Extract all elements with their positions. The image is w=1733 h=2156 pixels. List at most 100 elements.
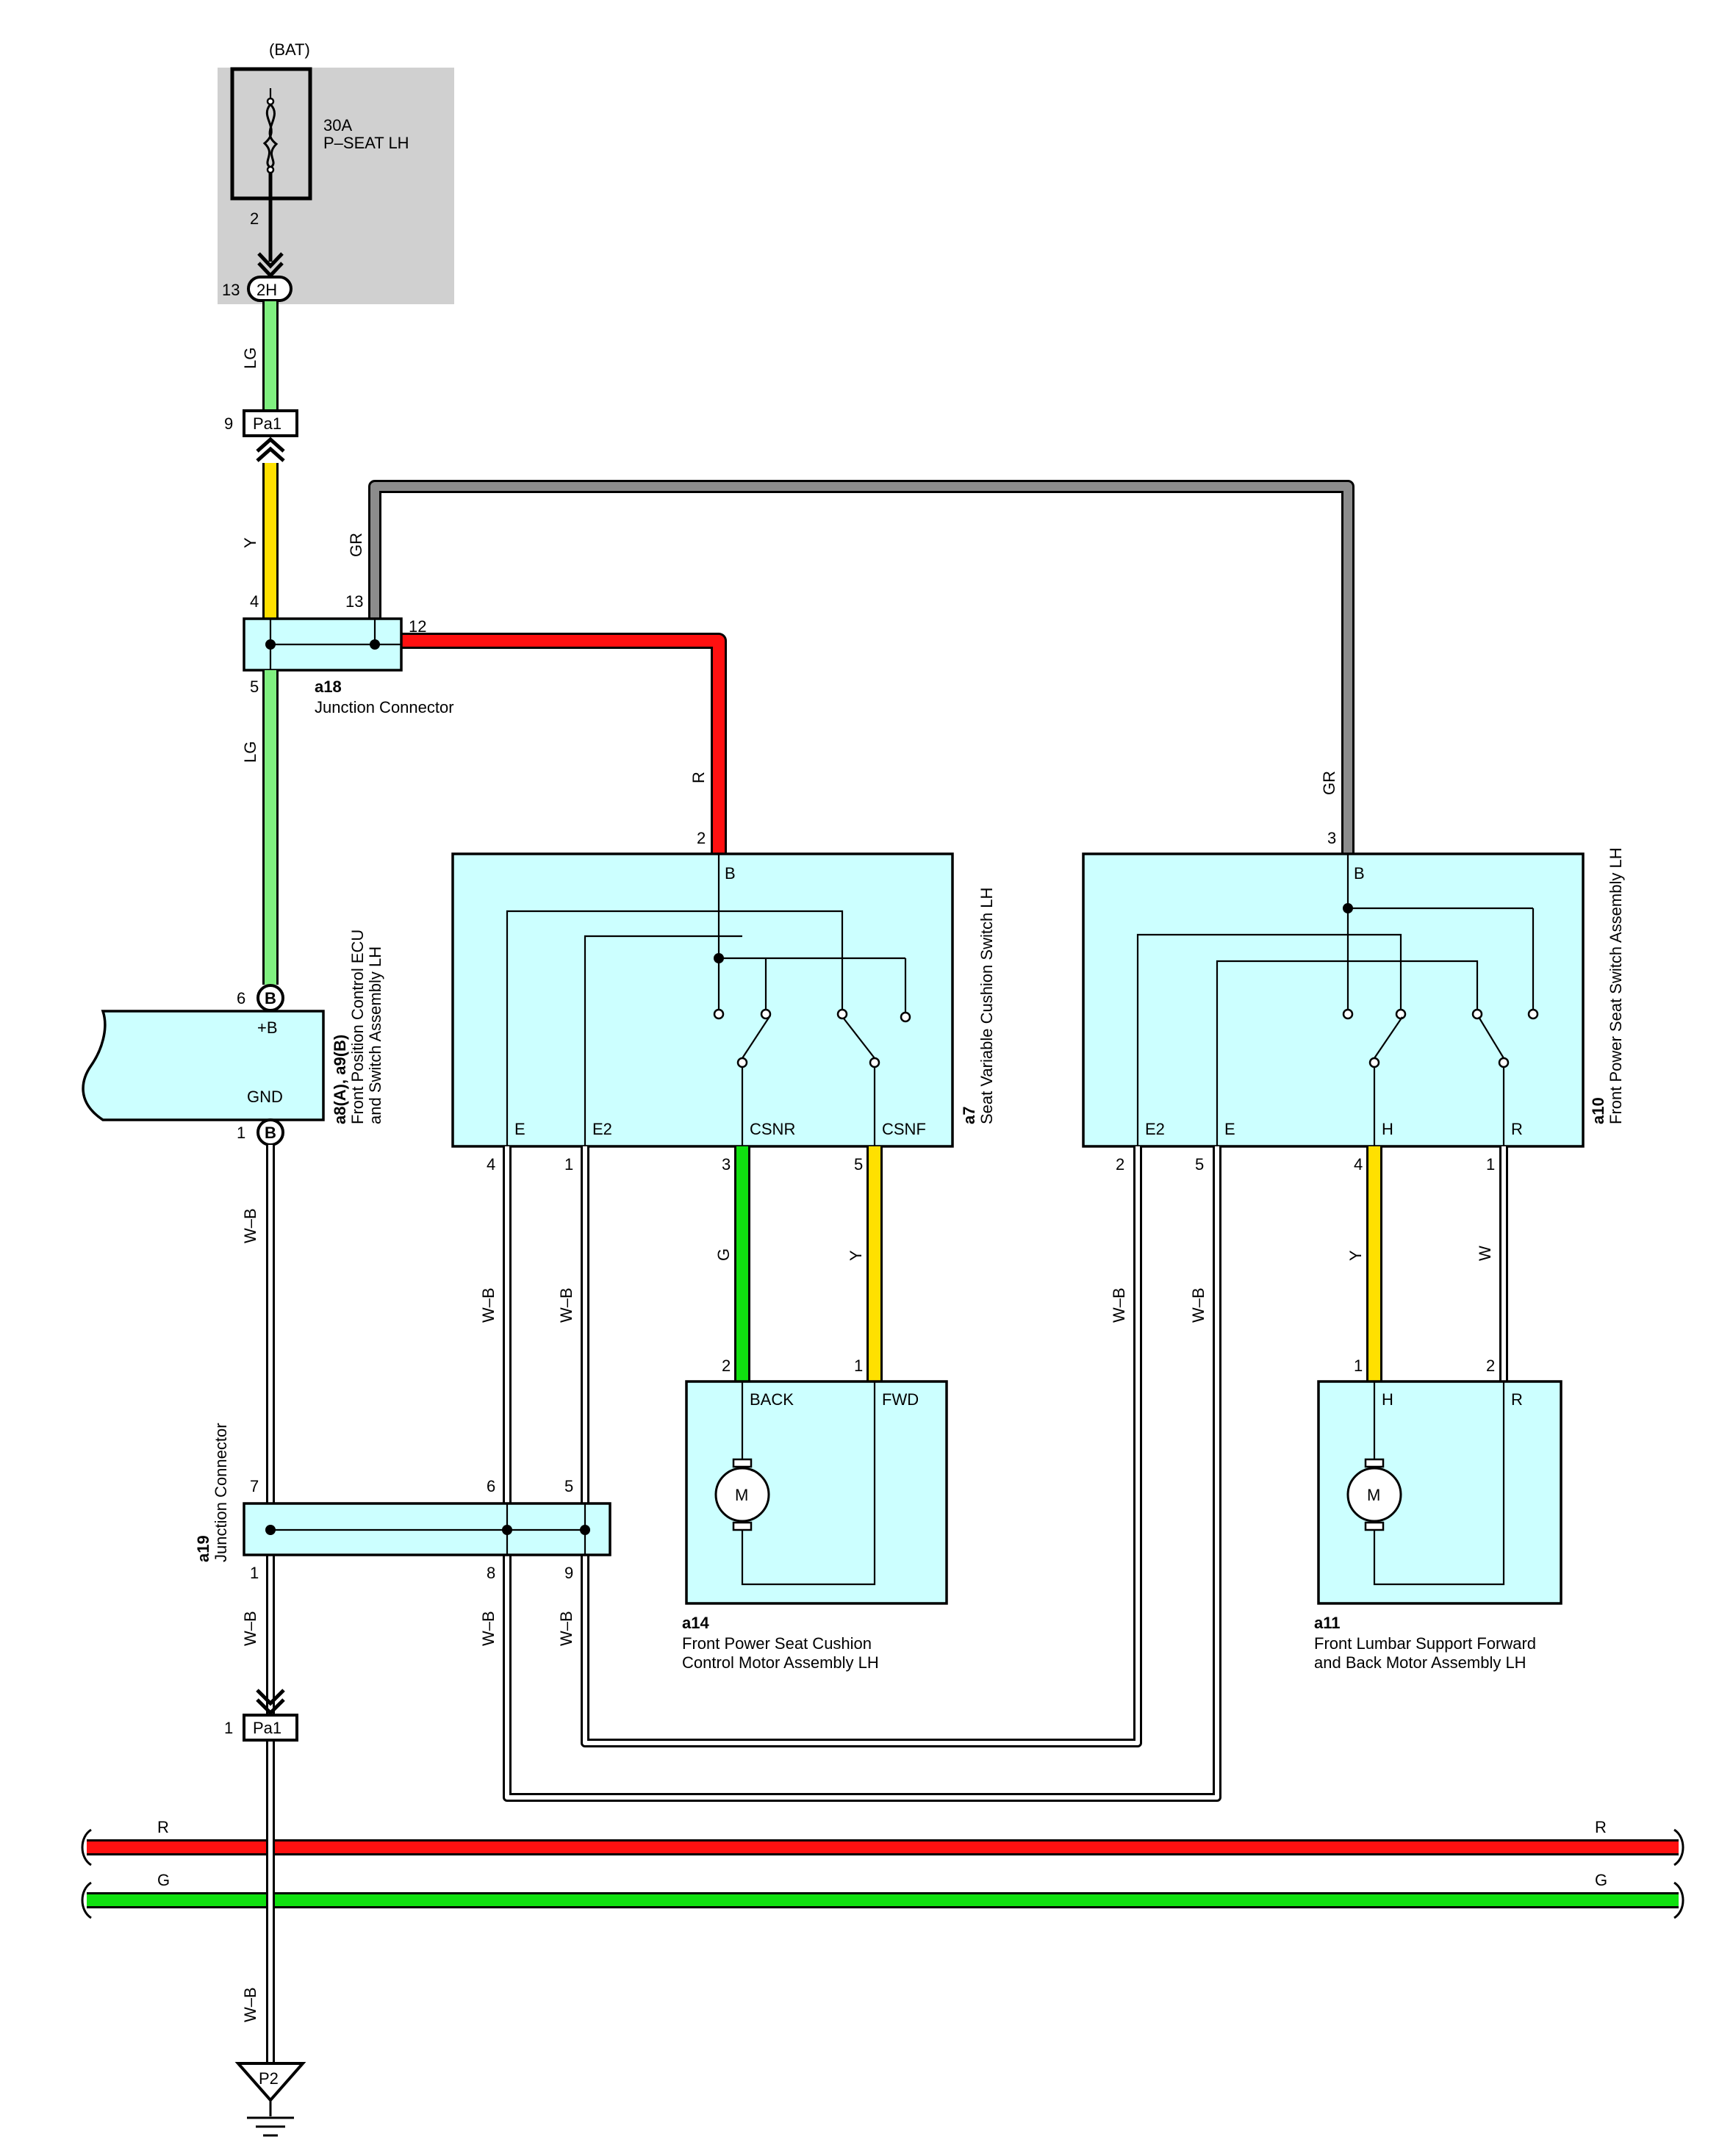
- wire-wb-a10-e2: [581, 1146, 1142, 1747]
- wire-label-wb-a19-1: W–B: [241, 1611, 259, 1646]
- a7-id: a7: [960, 1107, 978, 1124]
- a19-id: a19: [194, 1535, 212, 1562]
- a14-name-line1: Front Power Seat Cushion: [682, 1634, 872, 1653]
- a14-pin-back: 2: [722, 1357, 731, 1375]
- a10-pin-h: 4: [1354, 1155, 1363, 1174]
- wire-label-wb-a19-9: W–B: [557, 1611, 575, 1646]
- a18-pin-12: 12: [409, 617, 426, 636]
- a10-switch-body: [1082, 852, 1585, 1148]
- a10-term-b: B: [1354, 864, 1365, 883]
- a10-term-e2: E2: [1145, 1120, 1165, 1138]
- a10-pin-e2: 2: [1116, 1155, 1124, 1174]
- bus-r-left-label: R: [157, 1818, 169, 1836]
- wire-label-r-a7: R: [689, 772, 708, 783]
- a18-name: Junction Connector: [315, 698, 454, 716]
- a18-pin-4: 4: [250, 592, 259, 611]
- a7-term-e: E: [514, 1120, 525, 1138]
- ecu-name-line1: Front Position Control ECU: [348, 930, 367, 1124]
- ecu-conn-b-top-label: B: [265, 989, 276, 1007]
- a11-pin-r: 2: [1486, 1357, 1495, 1375]
- wire-label-gr-a10: GR: [1320, 771, 1338, 795]
- connector-pa1-top-label: Pa1: [253, 414, 281, 433]
- wire-label-wb-a19-8: W–B: [479, 1611, 498, 1646]
- connector-pa1-top-pin: 9: [224, 414, 233, 433]
- a7-pin-e2: 1: [564, 1155, 573, 1174]
- a7-name: Seat Variable Cushion Switch LH: [977, 888, 996, 1124]
- bus-g-left-label: G: [157, 1871, 170, 1889]
- wire-label-wb-gnd: W–B: [241, 1208, 259, 1243]
- a18-pin-5: 5: [250, 678, 259, 696]
- ecu-plus-b: +B: [257, 1018, 278, 1037]
- a18-id: a18: [315, 678, 342, 696]
- a10-term-h: H: [1382, 1120, 1393, 1138]
- a11-term-r: R: [1511, 1390, 1523, 1409]
- a14-pin-fwd: 1: [854, 1357, 863, 1375]
- a11-motor-label: M: [1367, 1486, 1380, 1504]
- jb-pin: 13: [222, 281, 240, 299]
- a7-term-csnr: CSNR: [750, 1120, 795, 1138]
- wire-label-g-csnr: G: [714, 1248, 733, 1261]
- a10-id: a10: [1589, 1097, 1607, 1124]
- a10-name: Front Power Seat Switch Assembly LH: [1607, 847, 1625, 1124]
- wire-wb-a10-e: [503, 1146, 1221, 1802]
- a19-pin-7: 7: [250, 1477, 259, 1495]
- battery-label: (BAT): [269, 40, 310, 59]
- wire-label-w-r: W: [1476, 1246, 1494, 1261]
- a7-term-b: B: [725, 864, 736, 883]
- connector-pa1-bottom-pin: 1: [224, 1719, 233, 1737]
- a11-pin-h: 1: [1354, 1357, 1363, 1375]
- wire-label-wb-bottom: W–B: [241, 1987, 259, 2022]
- fuse-name: P–SEAT LH: [323, 134, 409, 152]
- a7-internal-wiring: [506, 854, 911, 1146]
- fuse-rating: 30A: [323, 116, 352, 134]
- bus-g-right-label: G: [1595, 1871, 1607, 1889]
- ecu-pin-bottom: 1: [237, 1124, 245, 1142]
- wire-label-wb-a10-e: W–B: [1189, 1287, 1208, 1323]
- wire-label-wb-a7-e2: W–B: [557, 1287, 575, 1323]
- ground-label: P2: [259, 2069, 279, 2088]
- ecu-body: [82, 1010, 325, 1121]
- a10-term-r: R: [1511, 1120, 1523, 1138]
- ecu-name-line2: and Switch Assembly LH: [366, 946, 384, 1124]
- connector-pa1-bottom: [243, 1714, 298, 1742]
- a19-pin-5: 5: [564, 1477, 573, 1495]
- a10-internal-wiring: [1136, 854, 1539, 1146]
- wire-label-y-top: Y: [241, 537, 259, 548]
- ecu-gnd: GND: [247, 1088, 283, 1106]
- jb-connector-2h: [247, 276, 293, 302]
- wire-r-a7: [401, 633, 727, 854]
- a14-motor-icon: [714, 1381, 876, 1586]
- wire-label-y-csnf: Y: [847, 1250, 865, 1261]
- wire-label-lg-mid: LG: [241, 741, 259, 763]
- a11-motor-icon: [1346, 1381, 1505, 1586]
- wire-label-lg-top: LG: [241, 348, 259, 369]
- a11-term-h: H: [1382, 1390, 1393, 1409]
- a7-pin-b: 2: [697, 829, 706, 847]
- wire-label-gr-left: GR: [347, 533, 365, 557]
- bus-r-right-label: R: [1595, 1818, 1607, 1836]
- fuse-pin: 2: [250, 209, 259, 228]
- a14-motor-label: M: [735, 1486, 748, 1504]
- a7-term-csnf: CSNF: [882, 1120, 926, 1138]
- ecu-id: a8(A), a9(B): [331, 1035, 349, 1124]
- a14-term-fwd: FWD: [882, 1390, 919, 1409]
- ecu-pin-top: 6: [237, 989, 245, 1007]
- a11-id: a11: [1314, 1614, 1341, 1632]
- connector-pa1-bottom-label: Pa1: [253, 1719, 281, 1737]
- a19-pin-6: 6: [487, 1477, 495, 1495]
- a11-name-line1: Front Lumbar Support Forward: [1314, 1634, 1536, 1653]
- a11-name-line2: and Back Motor Assembly LH: [1314, 1653, 1526, 1672]
- wire-label-y-h: Y: [1346, 1250, 1365, 1261]
- battery-panel: [218, 68, 454, 304]
- a7-switch-body: [451, 852, 954, 1148]
- a19-pin-8: 8: [487, 1564, 495, 1582]
- a19-pin-1: 1: [250, 1564, 259, 1582]
- a14-id: a14: [682, 1614, 709, 1632]
- ecu-conn-b-bottom-label: B: [265, 1124, 276, 1142]
- a7-pin-e: 4: [487, 1155, 495, 1174]
- a7-pin-csnr: 3: [722, 1155, 731, 1174]
- a10-pin-e: 5: [1195, 1155, 1204, 1174]
- a10-term-e: E: [1224, 1120, 1235, 1138]
- a14-name-line2: Control Motor Assembly LH: [682, 1653, 879, 1672]
